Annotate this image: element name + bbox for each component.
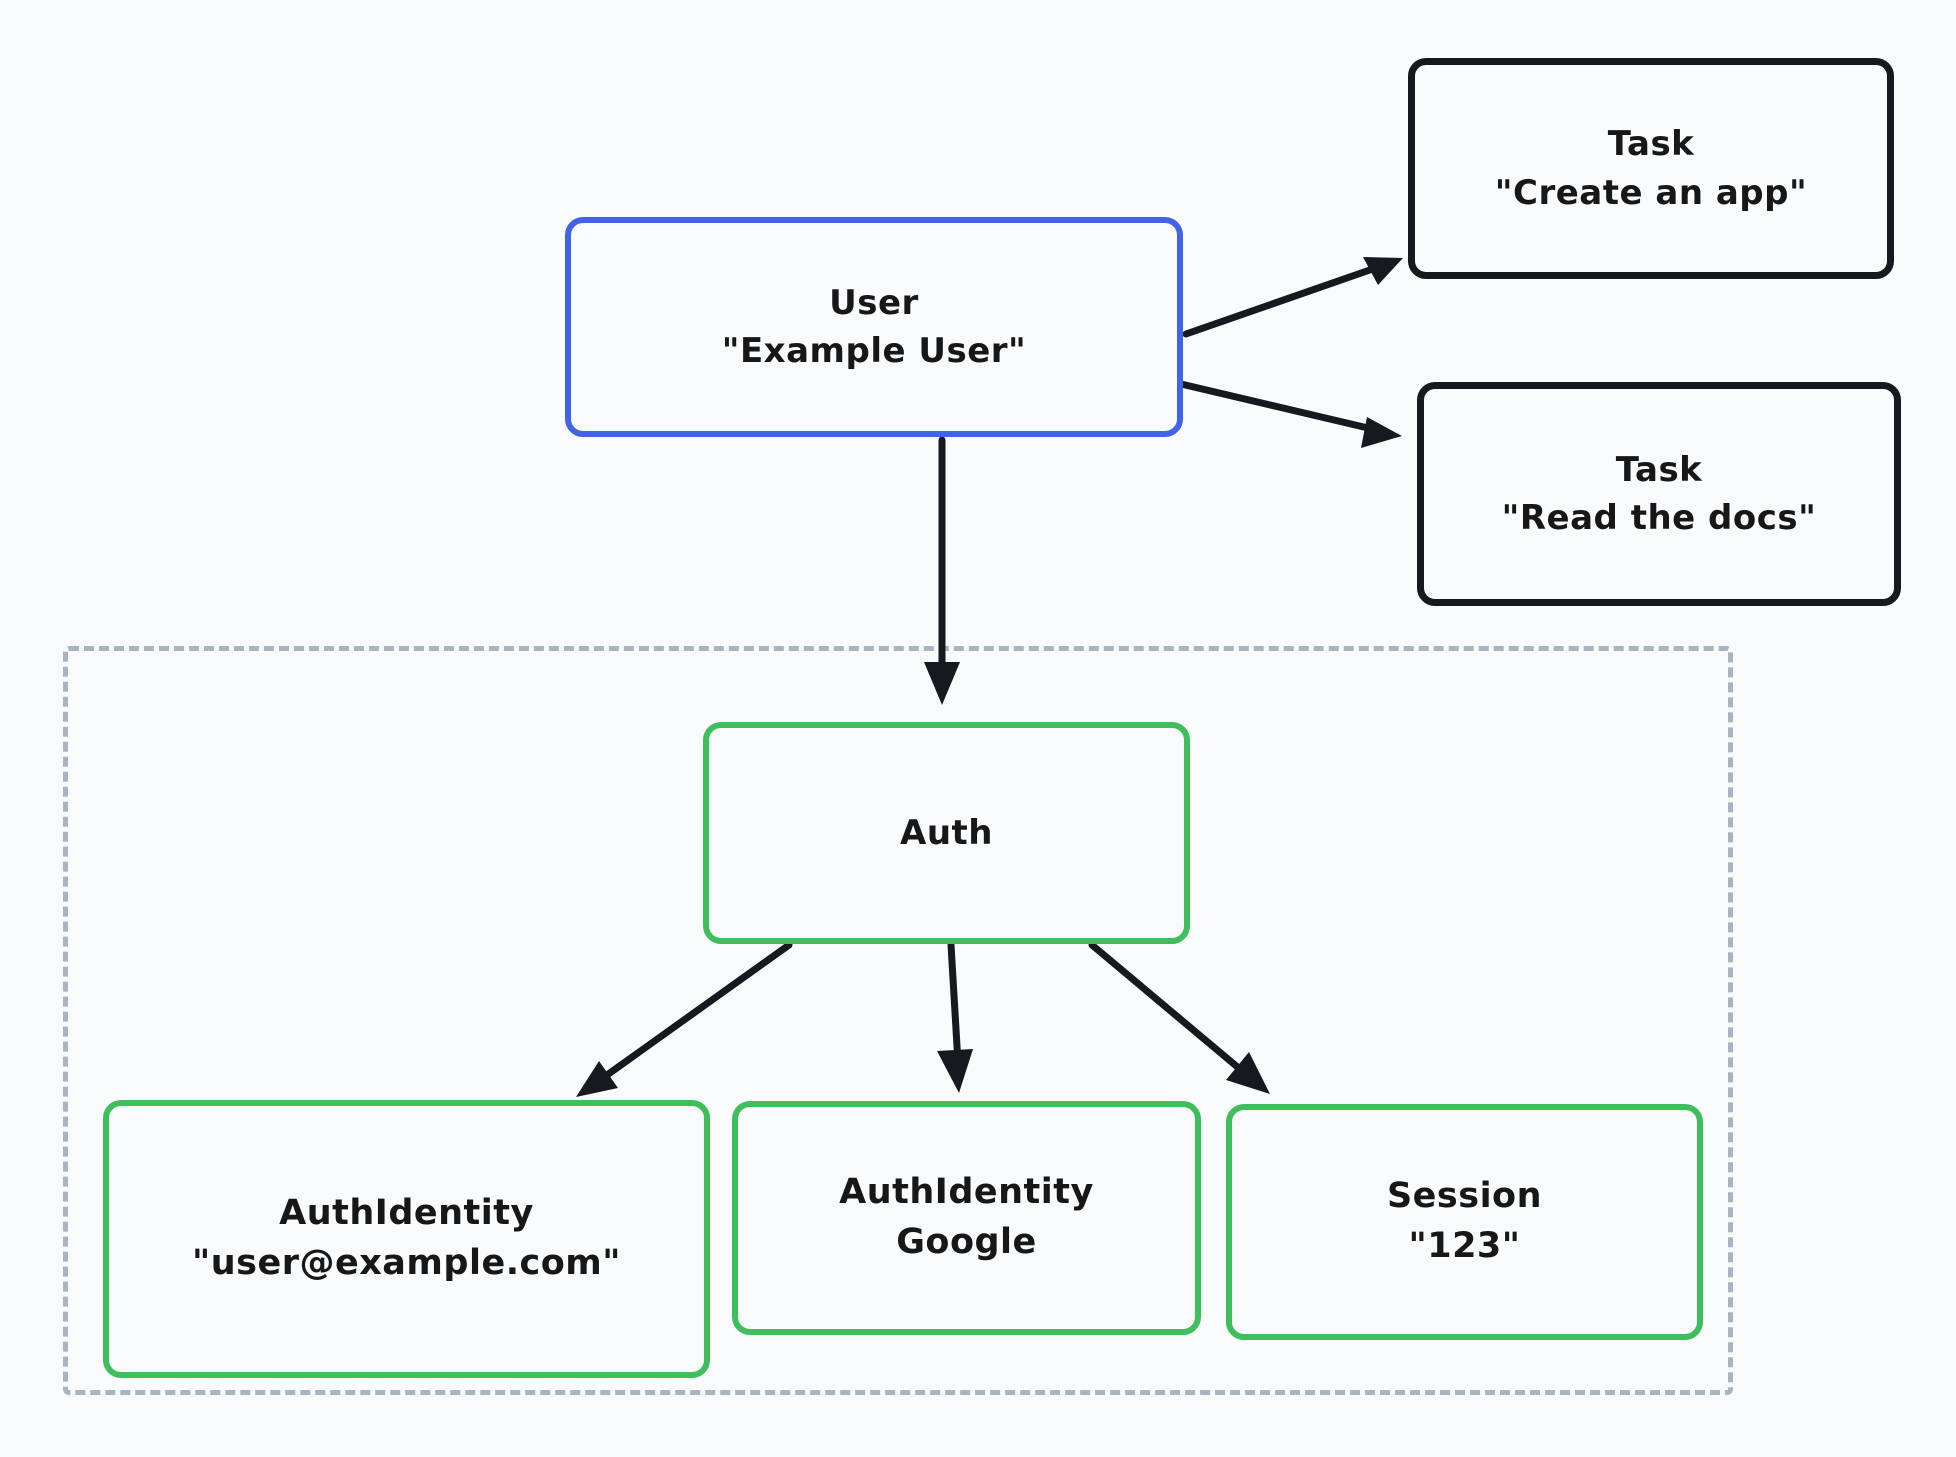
node-authidentity-google-value: Google — [896, 1222, 1037, 1262]
node-session[interactable]: Session "123" — [1226, 1104, 1703, 1340]
node-task-create[interactable]: Task "Create an app" — [1408, 58, 1894, 279]
node-task-read-type: Task — [1615, 449, 1703, 490]
node-authidentity-email[interactable]: AuthIdentity "user@example.com" — [103, 1100, 710, 1378]
node-auth[interactable]: Auth — [703, 722, 1190, 944]
node-user-type: User — [829, 282, 919, 323]
node-task-read-value: "Read the docs" — [1501, 498, 1817, 538]
node-user-value: "Example User" — [721, 331, 1027, 371]
node-session-type: Session — [1386, 1176, 1543, 1217]
node-auth-type: Auth — [900, 812, 993, 853]
node-user[interactable]: User "Example User" — [565, 217, 1183, 437]
edge-user-to-task-create — [1182, 257, 1403, 338]
edge-user-to-task-read — [1177, 380, 1402, 448]
node-task-create-value: "Create an app" — [1494, 172, 1808, 213]
node-task-read[interactable]: Task "Read the docs" — [1417, 382, 1901, 606]
node-session-value: "123" — [1408, 1226, 1521, 1266]
node-authidentity-google[interactable]: AuthIdentity Google — [732, 1101, 1201, 1335]
node-authidentity-email-type: AuthIdentity — [279, 1193, 534, 1234]
node-authidentity-email-value: "user@example.com" — [192, 1243, 621, 1283]
node-task-create-type: Task — [1607, 124, 1695, 165]
auth-group-frame — [63, 646, 1733, 1395]
node-authidentity-google-type: AuthIdentity — [839, 1172, 1094, 1213]
